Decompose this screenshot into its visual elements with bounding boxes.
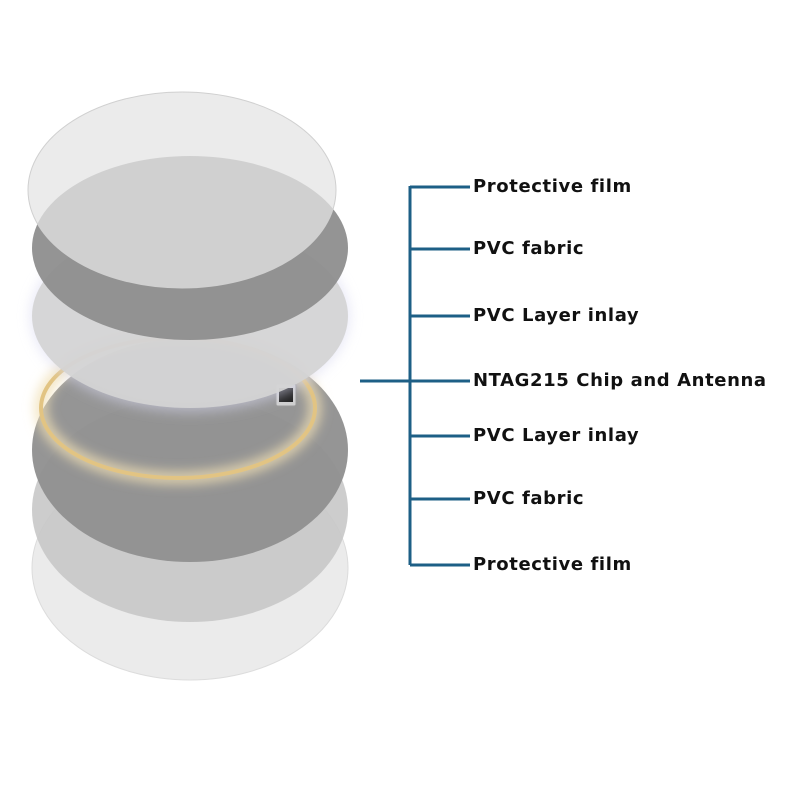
label-bottom-pvc-layer-inlay: PVC Layer inlay (473, 425, 640, 446)
label-top-pvc-layer-inlay: PVC Layer inlay (473, 305, 640, 326)
label-top-protective-film: Protective film (473, 176, 632, 197)
label-bottom-pvc-fabric: PVC fabric (473, 488, 585, 509)
label-chip-and-antenna: NTAG215 Chip and Antenna (473, 370, 767, 391)
label-bottom-protective-film: Protective film (473, 554, 632, 575)
top-protective-film-disc (27, 91, 337, 289)
connector-bracket (360, 185, 470, 567)
label-top-pvc-fabric: PVC fabric (473, 238, 585, 259)
